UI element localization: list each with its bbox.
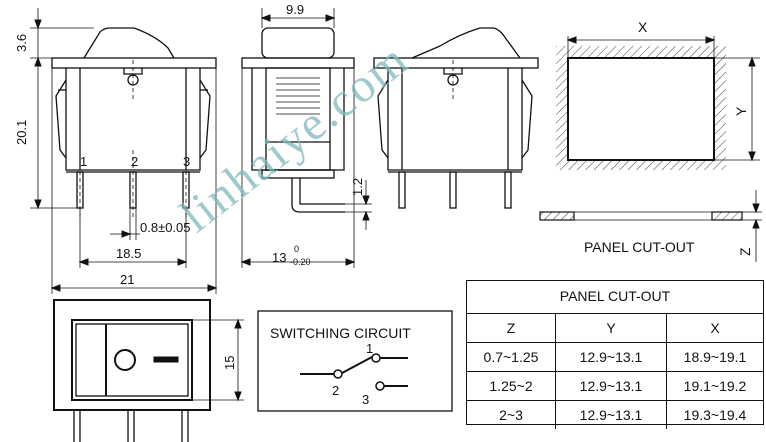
panel-cutout-section: Z PANEL CUT-OUT	[539, 190, 762, 262]
pin-label-2: 2	[131, 154, 138, 169]
dim-side-width: 9.9	[286, 2, 304, 17]
dim-pin-width: 0.8±0.05	[140, 220, 191, 235]
dim-terminal-thickness: 1.2	[350, 178, 365, 196]
dim-actuator-height: 3.6	[14, 34, 29, 52]
panel-table-header-y: Y	[556, 314, 667, 342]
panel-table-title: PANEL CUT-OUT	[467, 281, 763, 314]
switching-circuit-title: SWITCHING CIRCUIT	[270, 325, 411, 341]
side-view: 9.9 1.2 13 0 -0.20	[240, 2, 372, 268]
panel-table-cell: 12.9~13.1	[556, 343, 667, 371]
panel-cutout-side-label: PANEL CUT-OUT	[584, 239, 695, 255]
dim-cutout-x: X	[638, 19, 648, 35]
pin-label-3: 3	[183, 154, 190, 169]
dim-overall-length: 21	[120, 272, 134, 287]
panel-table-row: 1.25~2 12.9~13.1 19.1~19.2	[467, 372, 763, 401]
dim-cutout-z: Z	[737, 247, 753, 256]
circuit-pin-2: 2	[332, 383, 339, 398]
panel-table-cell: 19.3~19.4	[683, 407, 747, 423]
circuit-pin-1: 1	[366, 341, 373, 356]
dim-body-height: 20.1	[14, 120, 29, 145]
panel-table-row: 2~3 12.9~13.1 19.3~19.4	[467, 401, 763, 429]
dim-pin-spacing: 18.5	[116, 246, 141, 261]
panel-table-cell: 1.25~2	[467, 372, 556, 400]
panel-table-cell: 2~3	[467, 401, 556, 429]
panel-table-row: 0.7~1.25 12.9~13.1 18.9~19.1	[467, 343, 763, 372]
circuit-pin-3: 3	[362, 392, 369, 407]
panel-table-header-row: Z Y X	[467, 314, 763, 343]
dim-side-base-tol-lower: -0.20	[290, 257, 311, 267]
panel-table-cell: 0.7~1.25	[467, 343, 556, 371]
pin-label-1: 1	[80, 154, 87, 169]
panel-table-cell: 19.1~19.2	[683, 378, 747, 394]
switching-circuit: SWITCHING CIRCUIT 1 2 3	[257, 310, 453, 412]
panel-cutout-drawing: X Y	[556, 19, 760, 170]
bottom-view: 15	[53, 299, 244, 442]
panel-table-cell: 12.9~13.1	[556, 372, 667, 400]
dim-side-base-tol-upper: 0	[294, 244, 299, 254]
front-view-rotated	[373, 27, 539, 209]
dim-side-base: 13	[272, 250, 286, 265]
front-view: 1 2 3 3.6 20.1 0.8±0.05 18.5 21	[14, 8, 218, 294]
panel-table-cell: 12.9~13.1	[556, 401, 667, 429]
panel-cutout-table: PANEL CUT-OUT Z Y X 0.7~1.25 12.9~13.1 1…	[466, 280, 764, 429]
panel-table-header-x: X	[710, 320, 720, 336]
dim-bottom-height: 15	[222, 356, 237, 370]
panel-table-header-z: Z	[467, 314, 556, 342]
dim-cutout-y: Y	[733, 106, 749, 116]
panel-table-cell: 18.9~19.1	[683, 349, 747, 365]
